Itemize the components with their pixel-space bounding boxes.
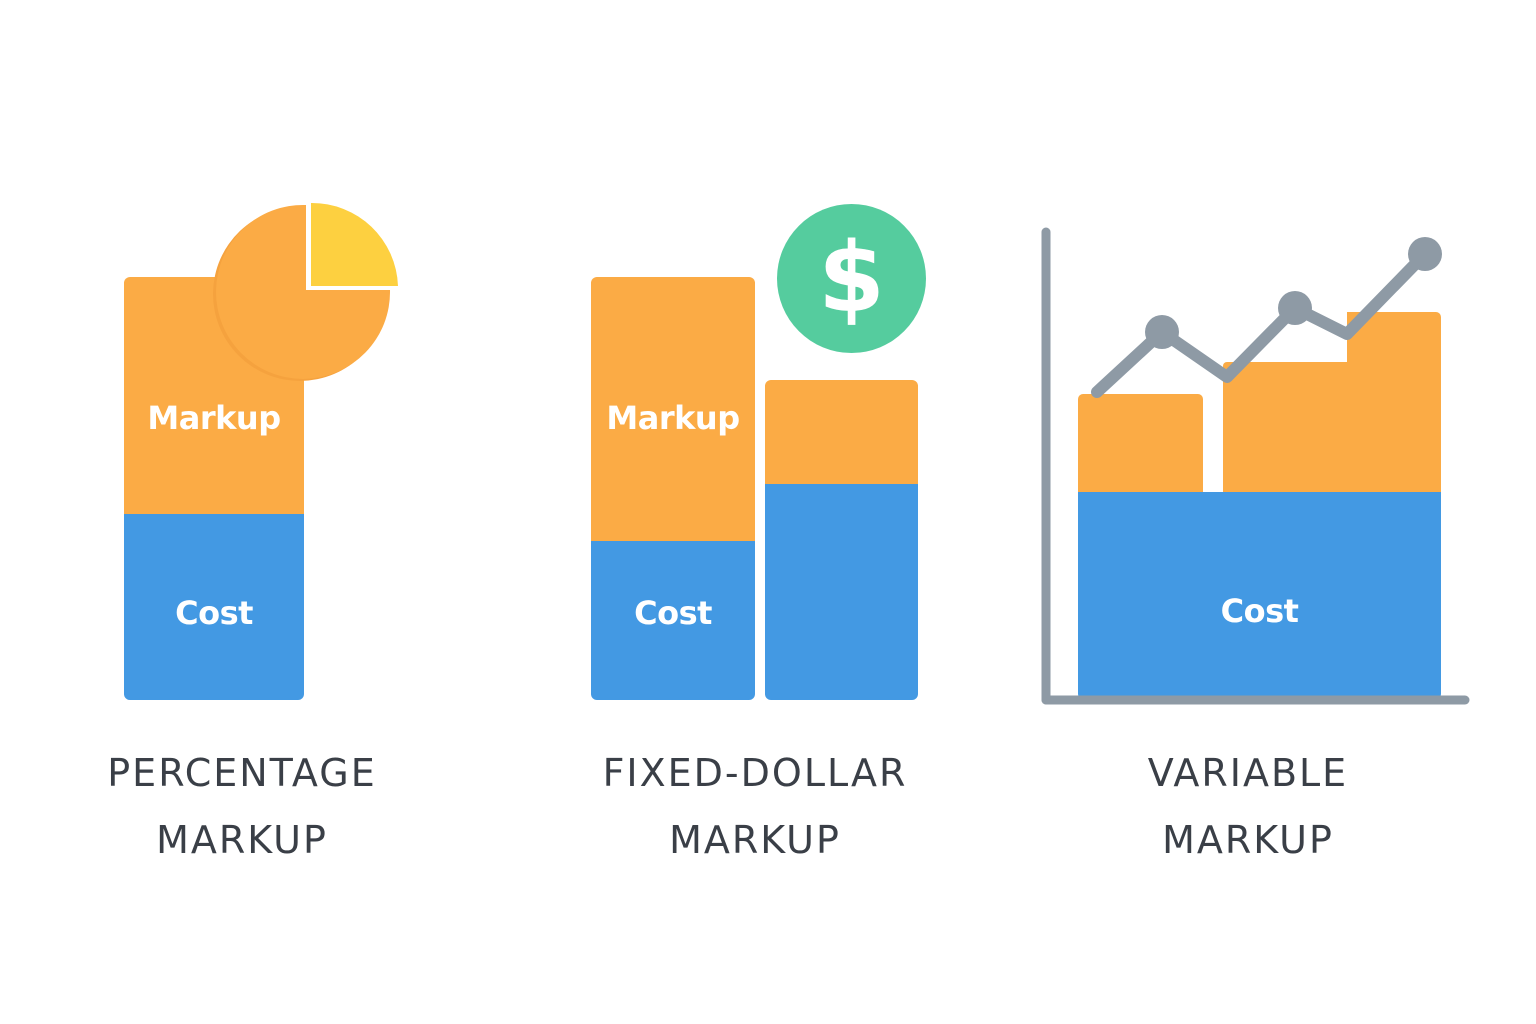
cost-label: Cost	[175, 594, 253, 632]
caption-line-1: VARIABLE	[1147, 751, 1349, 795]
fixed-cost-segment-small	[765, 484, 918, 700]
caption-line-2: MARKUP	[156, 818, 328, 862]
fixed-markup-segment-small	[765, 380, 918, 484]
percentage-markup-caption: PERCENTAGE MARKUP	[62, 740, 422, 874]
fixed-markup-segment-large: Markup	[591, 277, 755, 541]
caption-line-2: MARKUP	[669, 818, 841, 862]
fixed-cost-segment-large: Cost	[591, 541, 755, 700]
dollar-coin-icon: $	[777, 204, 926, 353]
percentage-cost-segment: Cost	[124, 514, 304, 700]
caption-line-1: PERCENTAGE	[107, 751, 377, 795]
pie-chart-icon	[213, 202, 398, 381]
caption-line-2: MARKUP	[1162, 818, 1334, 862]
dollar-sign-glyph: $	[818, 222, 885, 334]
cost-label: Cost	[634, 594, 712, 632]
variable-markup-segment-2	[1223, 362, 1441, 492]
variable-markup-caption: VARIABLE MARKUP	[1068, 740, 1428, 874]
line-trend-icon	[1091, 237, 1442, 398]
caption-line-1: FIXED-DOLLAR	[602, 751, 908, 795]
variable-cost-segment: Cost	[1078, 492, 1441, 698]
fixed-dollar-markup-caption: FIXED-DOLLAR MARKUP	[555, 740, 955, 874]
variable-markup-segment-1	[1078, 394, 1203, 492]
markup-label: Markup	[606, 399, 740, 437]
chart-axes	[1041, 227, 1470, 705]
markup-label: Markup	[147, 399, 281, 437]
cost-label: Cost	[1220, 592, 1299, 630]
